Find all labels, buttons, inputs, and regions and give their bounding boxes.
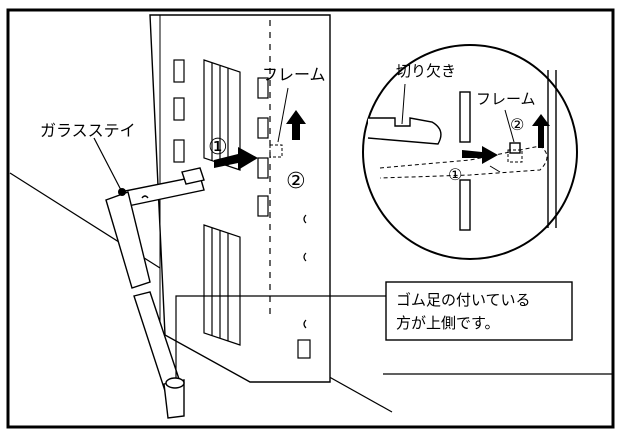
arrow-insert-inset: [462, 146, 498, 164]
glass-stay-leader: [93, 137, 126, 196]
case-hooks: [297, 214, 311, 359]
arrow-up-inset: [532, 114, 550, 148]
step2-main: ②: [286, 169, 306, 194]
frame-main-leader: [277, 87, 289, 143]
notch-leader: [401, 83, 406, 125]
frame-target-dashed: [269, 144, 283, 158]
glass-stay-upper: [105, 167, 205, 289]
arrow-up-main: [286, 110, 306, 140]
frame-inset-leader: [504, 109, 515, 143]
step2-inset: ②: [510, 115, 524, 134]
callout-leader: [175, 295, 386, 378]
step1-inset: ①: [448, 165, 462, 184]
label-notch: 切り欠き: [396, 62, 456, 80]
callout-line2: 方が上側です。: [396, 314, 500, 332]
vent-upper: [203, 59, 241, 171]
label-frame-inset: フレーム: [476, 90, 536, 108]
step1-main: ①: [208, 135, 228, 160]
vent-lower: [203, 224, 241, 346]
arrow-insert-main: [214, 147, 258, 170]
glass-stay-lower: [133, 291, 185, 419]
label-frame-main: フレーム: [262, 65, 326, 84]
callout-line1: ゴム足の付いている: [396, 291, 531, 309]
frame-slots: [173, 59, 269, 217]
label-glass-stay: ガラスステイ: [40, 121, 136, 140]
callout-box: ゴム足の付いている 方が上側です。: [385, 281, 573, 341]
